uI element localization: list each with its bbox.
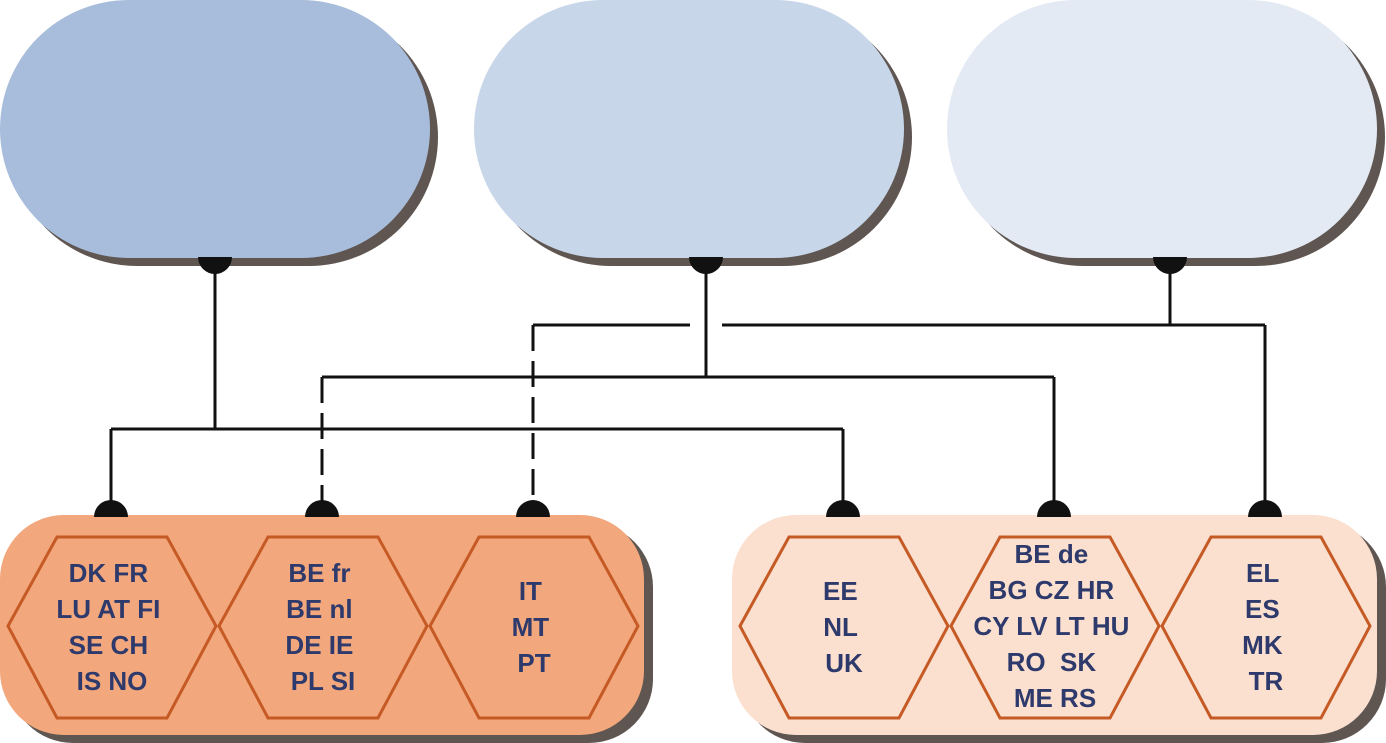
right-panel: [732, 515, 1377, 735]
bottom-dot-4: [826, 500, 860, 517]
group-2-line-2: BE nl: [286, 594, 352, 624]
hexagon-3: [428, 535, 640, 720]
group-5-line-5: ME RS: [1014, 683, 1096, 713]
connectors: [109, 262, 1267, 508]
group-2-line-1: BE fr: [288, 558, 350, 588]
hexagon-4: [738, 535, 950, 720]
group-5-line-3: CY LV LT HU: [973, 611, 1129, 641]
group-6-line-3: MK: [1242, 630, 1283, 660]
group-2-label: BE fr BE nl DE IE PL SI: [285, 558, 360, 696]
group-6-line-1: EL: [1246, 558, 1279, 588]
group-5-label: BE de BG CZ HR CY LV LT HU RO SK ME RS: [973, 539, 1136, 713]
bottom-dot-1: [94, 500, 128, 517]
top-boxes: [0, 0, 1385, 266]
top-dot-middle: [689, 257, 723, 274]
group-4-label: EE NL UK: [823, 576, 865, 678]
bottom-dot-2: [305, 500, 339, 517]
group-5-line-1: BE de: [1015, 539, 1089, 569]
group-1-line-1: DK FR: [69, 558, 149, 588]
top-dot-right: [1153, 257, 1187, 274]
group-2-line-3: DE IE: [285, 630, 353, 660]
group-6-line-2: ES: [1245, 594, 1280, 624]
top-box-middle: [474, 0, 904, 258]
top-dot-left: [198, 257, 232, 274]
hexagon-5: [949, 535, 1161, 720]
group-3-label: IT MT PT: [512, 576, 557, 678]
group-3-line-2: MT: [512, 612, 550, 642]
group-3-line-3: PT: [517, 648, 550, 678]
group-6-label: EL ES MK TR: [1242, 558, 1290, 696]
group-4-line-2: NL: [823, 612, 858, 642]
bottom-panels: [0, 515, 1386, 743]
top-box-right: [947, 0, 1377, 258]
bottom-dots: [94, 500, 1282, 517]
left-panel: [0, 515, 644, 735]
bottom-dot-5: [1037, 500, 1071, 517]
bottom-dot-6: [1248, 500, 1282, 517]
group-4-line-3: UK: [825, 648, 863, 678]
hexagons: [6, 535, 1372, 720]
group-2-line-4: PL SI: [291, 666, 356, 696]
group-6-line-4: TR: [1249, 666, 1284, 696]
group-5-line-2: BG CZ HR: [989, 575, 1115, 605]
hexagon-6: [1160, 535, 1372, 720]
top-dots: [198, 257, 1187, 274]
group-1-label: DK FR LU AT FI SE CH IS NO: [56, 558, 167, 696]
hexagon-2: [217, 535, 429, 720]
bottom-dot-3: [516, 500, 550, 517]
group-3-line-1: IT: [519, 576, 542, 606]
group-1-line-2: LU AT FI: [56, 594, 160, 624]
hexagon-labels: DK FR LU AT FI SE CH IS NO BE fr BE nl D…: [56, 539, 1290, 713]
group-1-line-4: IS NO: [77, 666, 148, 696]
top-box-left: [0, 0, 430, 258]
group-5-line-4: RO SK: [1007, 647, 1097, 677]
group-1-line-3: SE CH: [69, 630, 148, 660]
group-4-line-1: EE: [823, 576, 858, 606]
hexagon-1: [6, 535, 218, 720]
